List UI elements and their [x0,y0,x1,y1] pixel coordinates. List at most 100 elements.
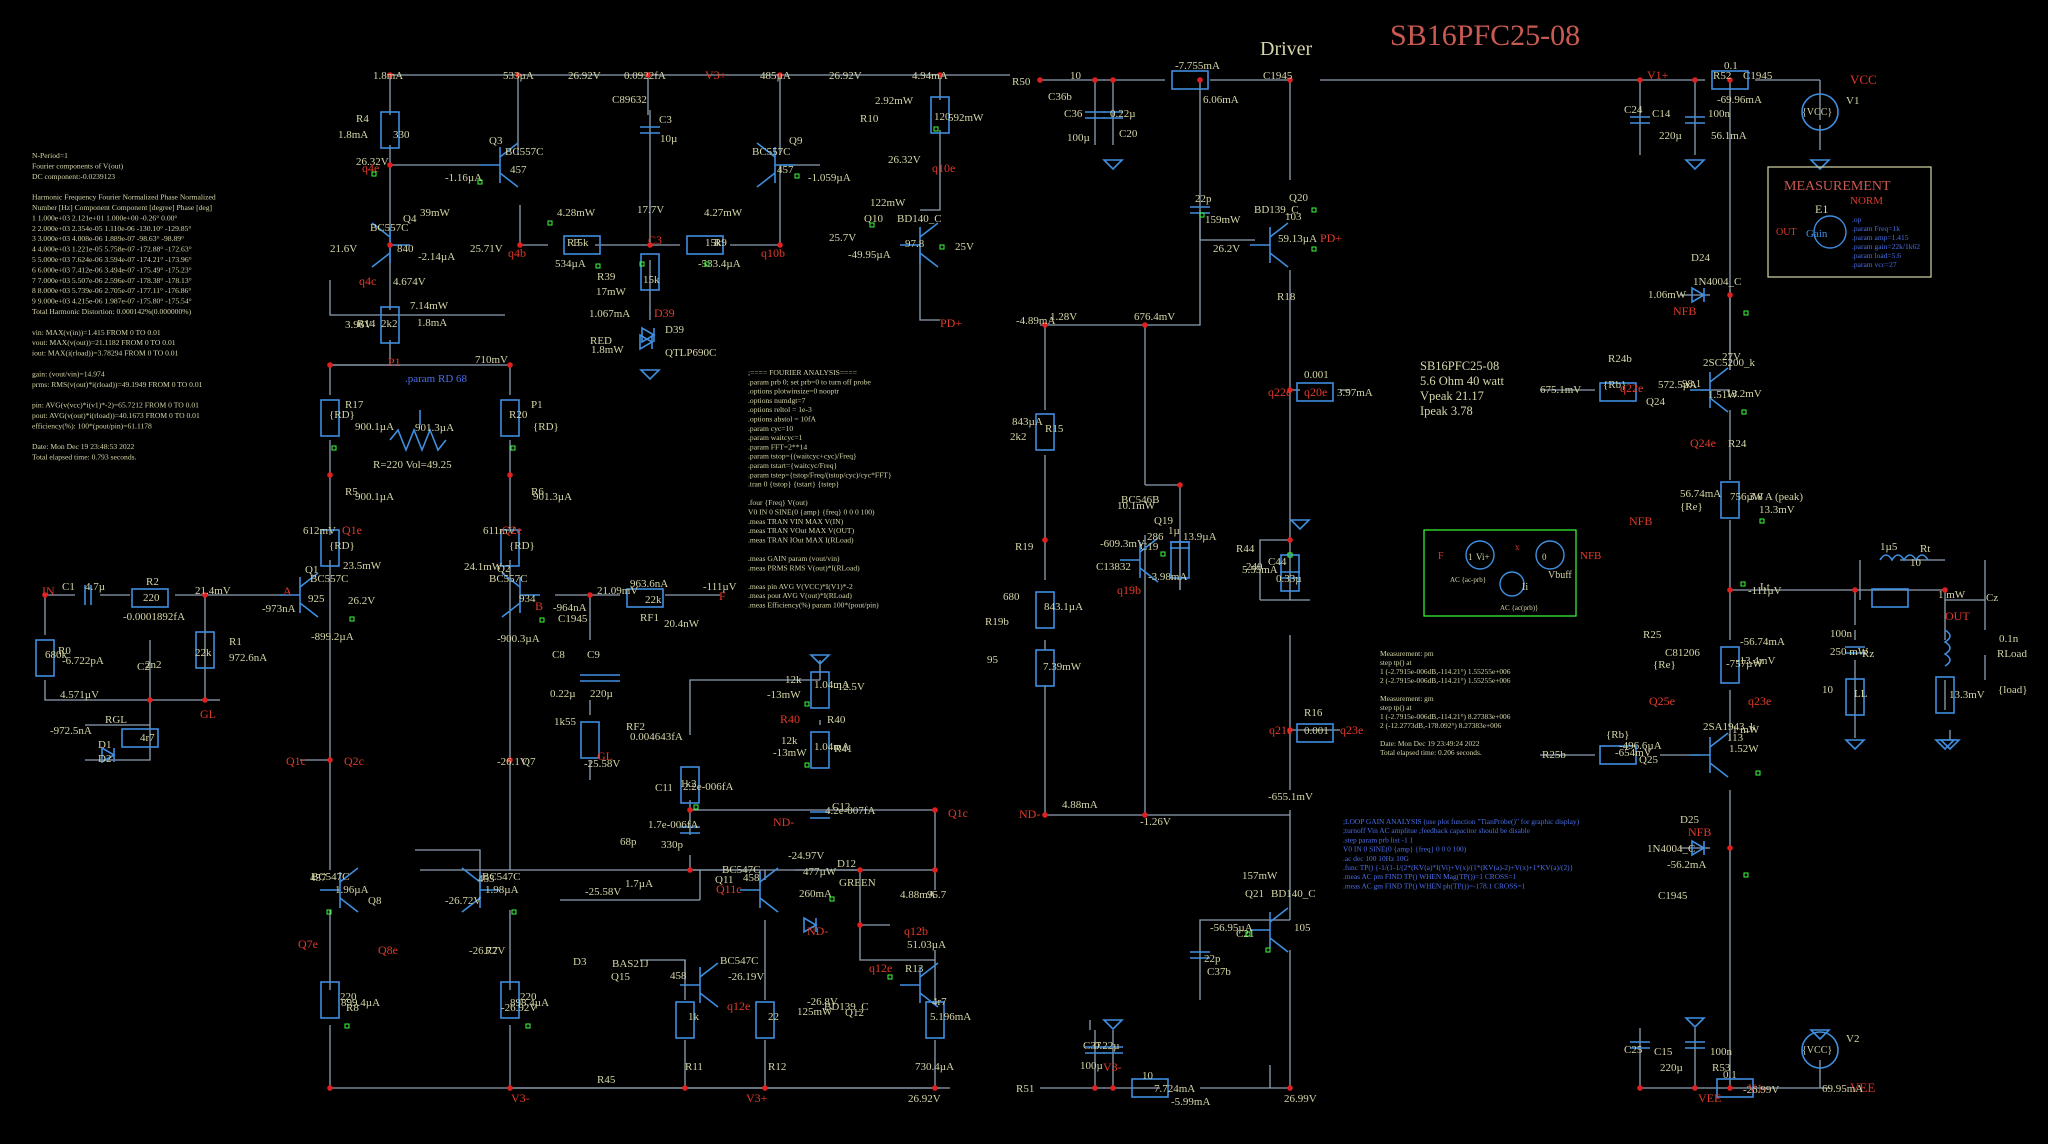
value-label: 5.196mA [930,1011,971,1023]
probe-marker [1741,409,1747,415]
probe-ac2: AC {ac(prb)} [1500,604,1538,612]
value-label: 68p [620,836,637,848]
net-label: GL [200,707,216,721]
value-label: R18 [1277,291,1296,303]
value-label: 15k [643,274,660,286]
value-label: 898.4µA [510,997,549,1009]
junction-dots [42,72,1948,1091]
probe-marker [525,1023,531,1029]
value-label: C8 [552,649,565,661]
fourier-result-line: 8 8.000e+03 5.739e-06 2.705e-07 -177.11°… [32,286,191,295]
value-label: 612mV [303,525,336,537]
value-label: 125mW [797,1006,833,1018]
net-label: Q25e [1649,694,1675,708]
resistor-body [131,588,169,608]
value-label: 730.4µA [915,1061,954,1073]
value-label: R25b [1542,749,1566,761]
net-label: Q1e [342,523,362,537]
value-label: R20 [509,409,528,421]
value-label: 21.6V [330,243,357,255]
value-label: 100n [1830,628,1853,640]
value-label: D39 [665,324,684,336]
probe-marker [344,1023,350,1029]
fourier-result-line: vin: MAX(v(in))=1.415 FROM 0 TO 0.01 [32,328,161,337]
value-label: Q21 [1245,888,1264,900]
resistor-body [1599,382,1637,402]
value-label: 7.39mW [1043,661,1082,673]
value-label: -0.0001892fA [123,611,185,623]
value-label: BD140_C [897,213,942,225]
value-label: BC547C [482,871,521,883]
value-label: BC557C [310,573,349,585]
value-label: 26.32V [888,154,921,166]
value-label: 2SA1943_k [1703,721,1756,733]
value-label: 900.1µA [355,421,394,433]
junction-dot [327,757,333,763]
value-label: 972.6nA [229,652,267,664]
fourier-result-line: Date: Mon Dec 19 23:48:53 2022 [32,442,134,451]
junction-dot [1727,1085,1733,1091]
value-label: 15k [572,237,589,249]
net-label: ND- [807,924,828,938]
value-label: C12 [832,801,850,813]
value-label: 2.2e-006fA [683,781,733,793]
capacitor-symbol [1170,541,1190,549]
resistor-body [500,529,520,567]
resistor-body [1296,723,1334,743]
value-label: Q1 [305,564,318,576]
measurement-line: .op [1852,215,1862,224]
value-label: R44 [1236,543,1255,555]
capacitor-symbol [1085,111,1105,119]
probe-marker [1199,212,1205,218]
value-label: -56.74mA [1740,636,1785,648]
value-label: R19b [985,616,1009,628]
value-label: 1.04mA [814,679,850,691]
junction-dot [42,592,48,598]
value-label: 103 [1285,211,1302,223]
net-label: Q24e [1690,436,1716,450]
value-label: BD139_C [824,1001,869,1013]
value-label: 26.2V [1213,243,1240,255]
value-label: -900.3µA [497,633,540,645]
value-label: 7.14mW [410,300,449,312]
net-label: IN [42,584,55,598]
junction-dot [507,1085,513,1091]
value-label: -56.95µA [1210,922,1253,934]
resistor-body [563,235,601,255]
probe-vbuff: Vbuff [1548,570,1572,581]
value-label: BC546B [1121,494,1160,506]
measurement-result-line: step tp() at [1380,658,1413,667]
fourier-directive-line: .meas pout AVG V(out)*I(RLoad) [748,591,852,600]
value-label: Q20 [1289,192,1308,204]
transistor-symbol [501,572,540,618]
capacitor-symbol [1085,1046,1105,1054]
value-label: 4.7µ [85,581,105,593]
fourier-directive-line: .options abstol = 10fA [748,415,817,424]
value-label: 4r7 [932,996,947,1008]
junction-dot [1692,1085,1698,1091]
value-label: 13.3mV [1949,689,1985,701]
value-label: 0.1 [1724,60,1738,72]
value-label: 10µ [660,133,677,145]
probe-marker [1755,770,1761,776]
fourier-directive-line: .meas GAIN param (vout/vin) [748,554,840,563]
resistor-body [380,306,400,344]
diode-symbol [101,746,116,764]
value-label: C1 [62,581,75,593]
value-label: D1 [98,739,111,751]
value-label: 4r7 [140,732,155,744]
value-label: RED [590,335,612,347]
value-label: 56.74mA [1680,488,1721,500]
value-label: 1N4004_C [1693,276,1741,288]
net-label: q4c [359,274,376,288]
value-label: Q25 [1639,754,1658,766]
net-label: q4b [508,246,526,260]
value-label: R1 [229,636,242,648]
fourier-result-line: Total Harmonic Distortion: 0.000142%(0.0… [32,307,192,316]
driver-label: Driver [1260,38,1313,60]
value-label: 120 [934,111,951,123]
junction-dot [1287,1085,1293,1091]
value-label: R19 [1015,541,1034,553]
value-label: 157mW [1242,870,1278,882]
